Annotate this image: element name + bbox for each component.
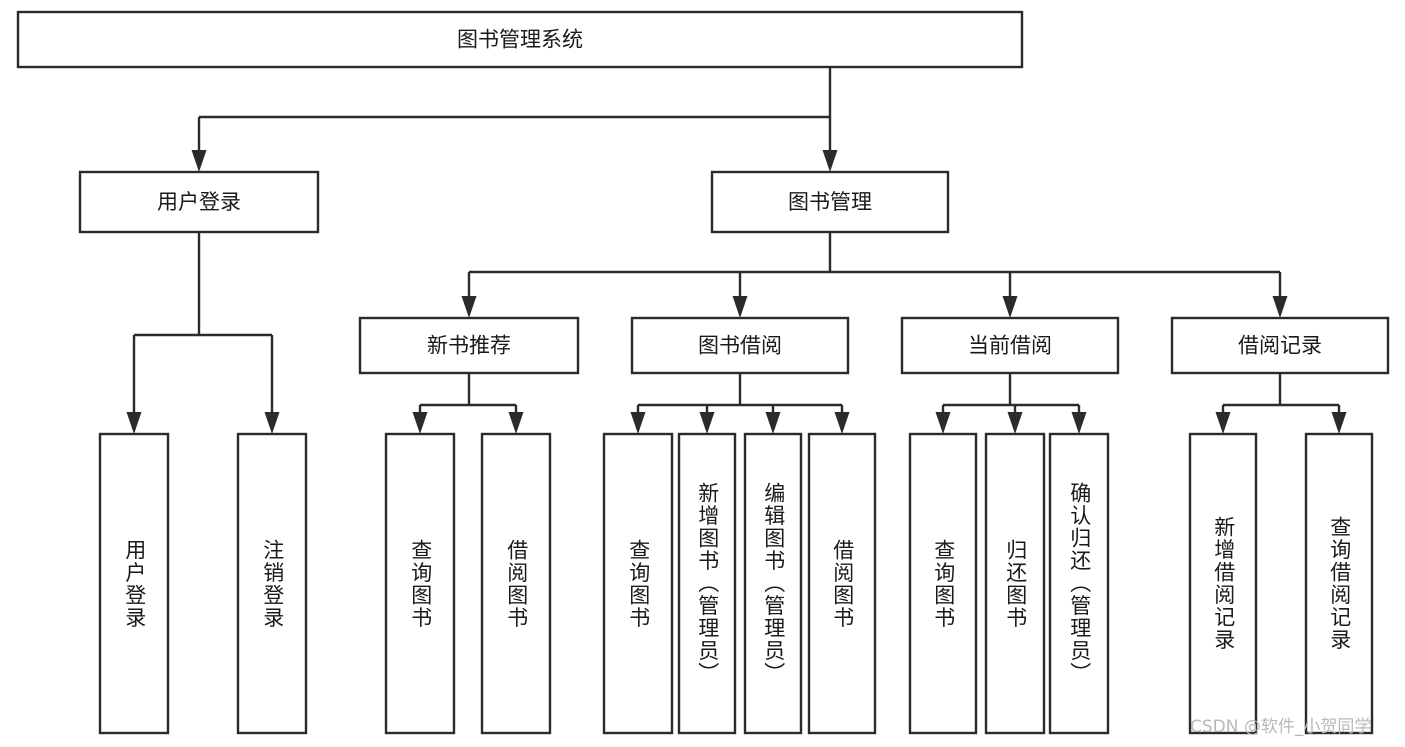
node-level3-2[interactable] (900, 316, 1120, 375)
node-level2-1[interactable] (710, 170, 950, 234)
leaf-node-0[interactable] (98, 432, 170, 735)
node-level3-label-3: 借阅记录 (1238, 334, 1322, 358)
arrow-to-leaf-1-3 (834, 412, 850, 434)
leaf-node-8[interactable] (908, 432, 978, 735)
leaf-node-11[interactable] (1188, 432, 1258, 735)
node-level3-label-0: 新书推荐 (427, 334, 511, 358)
arrow-to-userlogin-leaf-0 (126, 412, 142, 434)
node-level3-label-1: 图书借阅 (698, 334, 782, 358)
node-level3-3[interactable] (1170, 316, 1390, 375)
leaf-node-2[interactable] (384, 432, 456, 735)
arrow-to-leaf-1-2 (765, 412, 781, 434)
arrow-to-leaf-2-2 (1071, 412, 1087, 434)
watermark-text: CSDN @软件_小贺同学 (1190, 717, 1372, 737)
arrow-to-leaf-1-1 (699, 412, 715, 434)
node-root-label: 图书管理系统 (457, 28, 583, 52)
leaf-node-4[interactable] (602, 432, 674, 735)
arrow-to-leaf-3-1 (1331, 412, 1347, 434)
arrow-to-userlogin-leaf-1 (264, 412, 280, 434)
leaf-node-9[interactable] (984, 432, 1046, 735)
leaf-node-5[interactable] (677, 432, 737, 735)
arrow-to-user-login (191, 150, 207, 172)
leaf-node-3[interactable] (480, 432, 552, 735)
arrow-to-level3-3 (1272, 296, 1288, 318)
arrow-to-leaf-2-0 (935, 412, 951, 434)
node-level2-label-0: 用户登录 (157, 190, 241, 214)
node-level3-0[interactable] (358, 316, 580, 375)
arrow-to-book-mgmt (822, 150, 838, 172)
node-level2-label-1: 图书管理 (788, 190, 872, 214)
connector-lines (126, 67, 1347, 434)
arrow-to-level3-0 (461, 296, 477, 318)
arrow-to-leaf-3-0 (1215, 412, 1231, 434)
node-level2-0[interactable] (78, 170, 320, 234)
leaf-node-6[interactable] (743, 432, 803, 735)
node-root-图书管理系统[interactable] (16, 10, 1024, 69)
leaf-node-7[interactable] (807, 432, 877, 735)
node-level3-1[interactable] (630, 316, 850, 375)
arrow-to-leaf-0-0 (412, 412, 428, 434)
arrow-to-leaf-2-1 (1007, 412, 1023, 434)
leaf-node-1[interactable] (236, 432, 308, 735)
arrow-to-level3-2 (1002, 296, 1018, 318)
arrow-to-leaf-0-1 (508, 412, 524, 434)
arrow-to-level3-1 (732, 296, 748, 318)
node-boxes (16, 10, 1390, 735)
leaf-node-10[interactable] (1048, 432, 1110, 735)
leaf-node-12[interactable] (1304, 432, 1374, 735)
arrow-to-leaf-1-0 (630, 412, 646, 434)
node-level3-label-2: 当前借阅 (968, 334, 1052, 358)
